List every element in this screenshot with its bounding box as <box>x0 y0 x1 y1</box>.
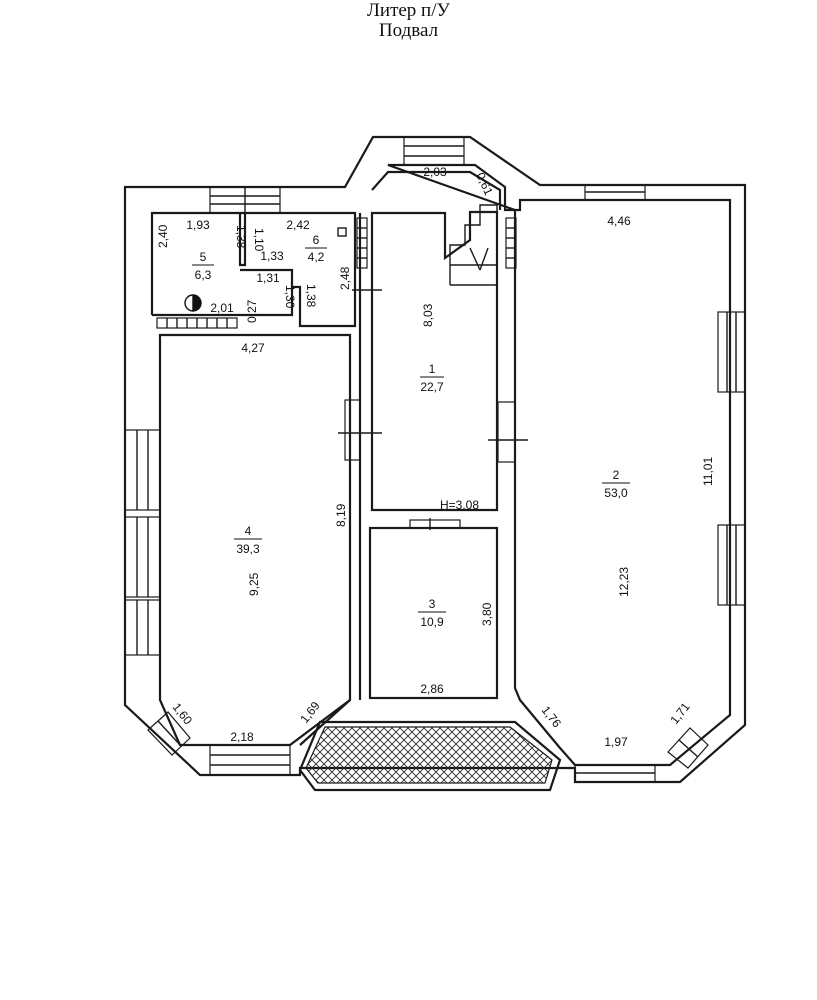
staircase <box>449 204 498 286</box>
dim-label: 4,46 <box>607 214 631 228</box>
dim-label: 1,93 <box>186 218 210 232</box>
windows <box>124 136 746 783</box>
dim-label: 9,25 <box>247 572 261 596</box>
dim-label: 2,40 <box>156 224 170 248</box>
room-1-area: 22,7 <box>420 380 444 394</box>
dim-label: 1,38 <box>234 225 248 249</box>
dim-label: 3,80 <box>480 602 494 626</box>
dim-label: 2,18 <box>230 730 254 744</box>
height-mark: H=3.08 <box>440 498 479 512</box>
room-5-number: 5 <box>200 250 207 264</box>
dim-label: 8,03 <box>421 303 435 327</box>
hatched-bay <box>305 726 553 784</box>
dimension-labels: 2,03 0,61 4,46 1,93 2,42 1,38 1,10 1,33 … <box>156 165 715 749</box>
dim-label: 2,86 <box>420 682 444 696</box>
dim-label: 2,42 <box>286 218 310 232</box>
room-labels: 1 22,7 2 53,0 3 10,9 4 39,3 5 6,3 6 4,2 … <box>192 233 630 629</box>
door-markers <box>338 289 528 530</box>
room-4-number: 4 <box>245 524 252 538</box>
dim-label: 1,38 <box>304 284 318 308</box>
dim-label: 1,30 <box>283 285 297 309</box>
dim-label: 2,01 <box>210 301 234 315</box>
dim-label: 1,10 <box>252 228 266 252</box>
sink-icon <box>337 227 347 237</box>
dim-label: 2,03 <box>423 165 447 179</box>
dim-label: 1,97 <box>604 735 628 749</box>
plan-title-floor: Подвал <box>378 20 439 41</box>
dim-label: 0,61 <box>473 170 496 197</box>
dim-label: 1,71 <box>667 700 693 727</box>
dim-label: 11,01 <box>701 457 715 486</box>
dim-label: 1,60 <box>170 700 196 727</box>
room-2-area: 53,0 <box>604 486 628 500</box>
dim-label: 8,19 <box>334 503 348 527</box>
room-3-number: 3 <box>429 597 436 611</box>
plan-title-liter: Литер п/У <box>367 0 450 21</box>
room-6-area: 4,2 <box>308 250 325 264</box>
dim-label: 4,27 <box>241 341 265 355</box>
room-4-area: 39,3 <box>236 542 260 556</box>
dim-label: 2,48 <box>338 266 352 290</box>
boiler-icon <box>184 294 202 312</box>
dim-label: 0,27 <box>245 299 259 323</box>
dim-label: 1,33 <box>260 249 284 263</box>
room-5-area: 6,3 <box>195 268 212 282</box>
room-1-number: 1 <box>429 362 436 376</box>
room-6-number: 6 <box>313 233 320 247</box>
dim-label: 1,31 <box>256 271 280 285</box>
room-2-number: 2 <box>613 468 620 482</box>
room-3-area: 10,9 <box>420 615 444 629</box>
dim-label: 12,23 <box>617 567 631 597</box>
